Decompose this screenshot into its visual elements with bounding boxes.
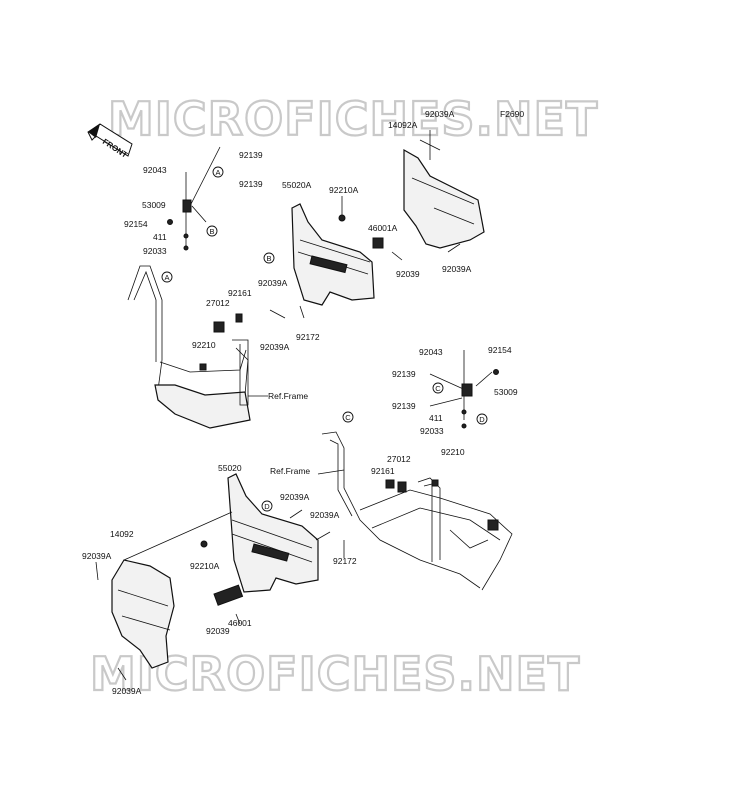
label-14092: 14092 <box>110 529 134 539</box>
callout-b-1: B <box>206 225 218 237</box>
callout-a-1: A <box>212 166 224 178</box>
figure-code: F2690 <box>500 109 524 119</box>
svg-text:A: A <box>164 273 169 282</box>
svg-text:B: B <box>209 227 214 236</box>
label-46001: 46001 <box>228 618 252 628</box>
label-92039A-mid2: 92039A <box>260 342 290 352</box>
panel-14092 <box>95 511 233 681</box>
label-92210A-bot: 92210A <box>190 561 220 571</box>
label-46001A: 46001A <box>368 223 398 233</box>
watermark-bottom: MICROFICHES.NET <box>90 647 580 701</box>
frame-left-upper <box>127 265 268 429</box>
hardware-group-right <box>429 350 499 429</box>
callout-d-2: D <box>261 500 273 512</box>
label-92172-bot: 92172 <box>333 556 357 566</box>
svg-text:D: D <box>264 502 270 511</box>
label-92154-a: 92154 <box>124 219 148 229</box>
label-92210A-top: 92210A <box>329 185 359 195</box>
callout-d-1: D <box>476 413 488 425</box>
svg-text:D: D <box>479 415 485 424</box>
svg-text:A: A <box>215 168 220 177</box>
watermark-top: MICROFICHES.NET <box>108 92 598 146</box>
ref-frame-label-1: Ref.Frame <box>268 391 308 401</box>
label-14092A: 14092A <box>388 120 418 130</box>
label-92139-c: 92139 <box>392 369 416 379</box>
label-92039A-bottom: 92039A <box>112 686 142 696</box>
fastener-icon <box>182 199 192 213</box>
label-55020: 55020 <box>218 463 242 473</box>
frame-right-lower <box>317 431 513 591</box>
callout-c-2: C <box>342 411 354 423</box>
label-92161-b: 92161 <box>371 466 395 476</box>
label-92033-a: 92033 <box>143 246 167 256</box>
label-55020A: 55020A <box>282 180 312 190</box>
label-92039A-tr: 92039A <box>425 109 455 119</box>
svg-text:C: C <box>435 384 441 393</box>
label-92161-a: 92161 <box>228 288 252 298</box>
svg-text:C: C <box>345 413 351 422</box>
callout-a-2: A <box>161 271 173 283</box>
panel-55020 <box>200 473 345 625</box>
label-411-b: 411 <box>429 413 443 423</box>
label-92039A-tr2: 92039A <box>442 264 472 274</box>
label-92210-b: 92210 <box>441 447 465 457</box>
label-411-a: 411 <box>153 232 167 242</box>
label-92043-a: 92043 <box>143 165 167 175</box>
label-92039A-mid: 92039A <box>258 278 288 288</box>
callout-c-1: C <box>432 382 444 394</box>
label-92154-b: 92154 <box>488 345 512 355</box>
label-92210-a: 92210 <box>192 340 216 350</box>
label-92039A-left: 92039A <box>82 551 112 561</box>
label-92033-b: 92033 <box>420 426 444 436</box>
ref-frame-label-2: Ref.Frame <box>270 466 310 476</box>
label-92039A-bot1: 92039A <box>280 492 310 502</box>
panel-14092A <box>403 130 485 253</box>
label-92039-bot: 92039 <box>206 626 230 636</box>
label-92139-b: 92139 <box>239 179 263 189</box>
label-92039A-bot2: 92039A <box>310 510 340 520</box>
label-92139-d: 92139 <box>392 401 416 411</box>
callout-b-2: B <box>263 252 275 264</box>
hardware-group-left <box>167 146 221 251</box>
label-92039-top: 92039 <box>396 269 420 279</box>
label-27012-a: 27012 <box>206 298 230 308</box>
svg-text:B: B <box>266 254 271 263</box>
label-53009-a: 53009 <box>142 200 166 210</box>
label-92139-a: 92139 <box>239 150 263 160</box>
label-27012-b: 27012 <box>387 454 411 464</box>
panel-55020A <box>269 196 403 319</box>
label-53009-b: 53009 <box>494 387 518 397</box>
label-92043-b: 92043 <box>419 347 443 357</box>
label-92172-top: 92172 <box>296 332 320 342</box>
